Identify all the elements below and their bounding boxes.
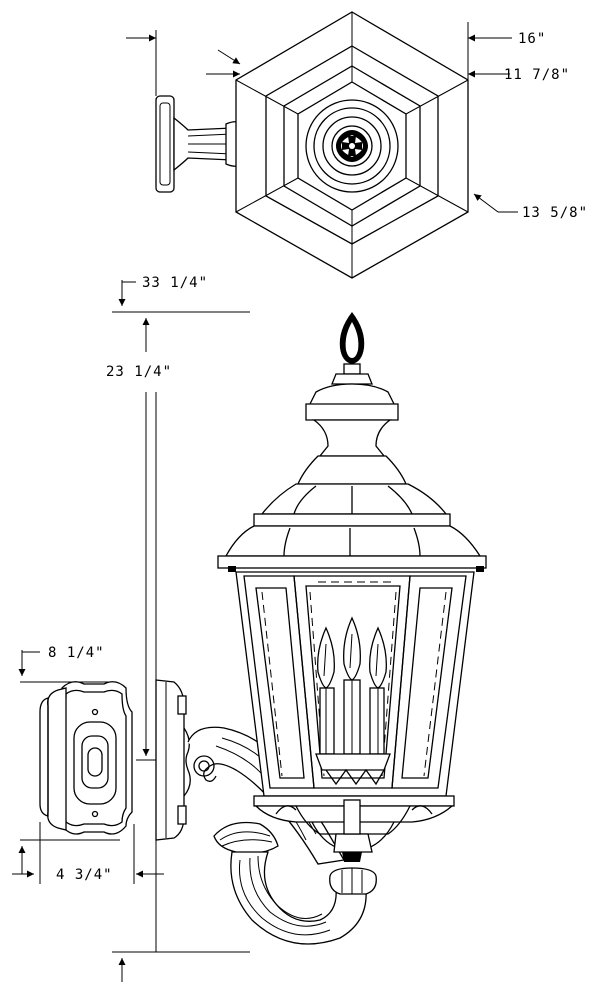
height-dimensions: 33 1/4" 23 1/4" [106, 275, 250, 982]
dim-top-inner: 11 7/8" [504, 67, 570, 83]
side-wall-plate [155, 679, 191, 841]
top-view: 16" 11 7/8" 13 5/8" [126, 11, 588, 279]
top-view-hexagon-roof [235, 11, 469, 279]
dim-total-height: 33 1/4" [142, 275, 208, 291]
dim-top-diagonal: 13 5/8" [522, 205, 588, 221]
dim-backplate-width: 4 3/4" [56, 867, 113, 883]
backplate-front-view: 8 1/4" 4 3/4" [12, 645, 164, 884]
dim-backplate-height: 8 1/4" [48, 645, 105, 661]
lantern-base [253, 795, 455, 862]
side-view-lantern [155, 312, 487, 945]
dim-center-height: 23 1/4" [106, 364, 172, 380]
top-view-wall-bracket [155, 95, 245, 193]
candle-bulbs [315, 616, 391, 786]
dim-top-width: 16" [518, 31, 546, 47]
top-view-dimensions: 16" 11 7/8" 13 5/8" [126, 22, 588, 221]
lantern-neck [311, 419, 393, 457]
lantern-finial [305, 312, 399, 421]
scroll-arm [187, 726, 377, 945]
lantern-roof [217, 455, 487, 572]
